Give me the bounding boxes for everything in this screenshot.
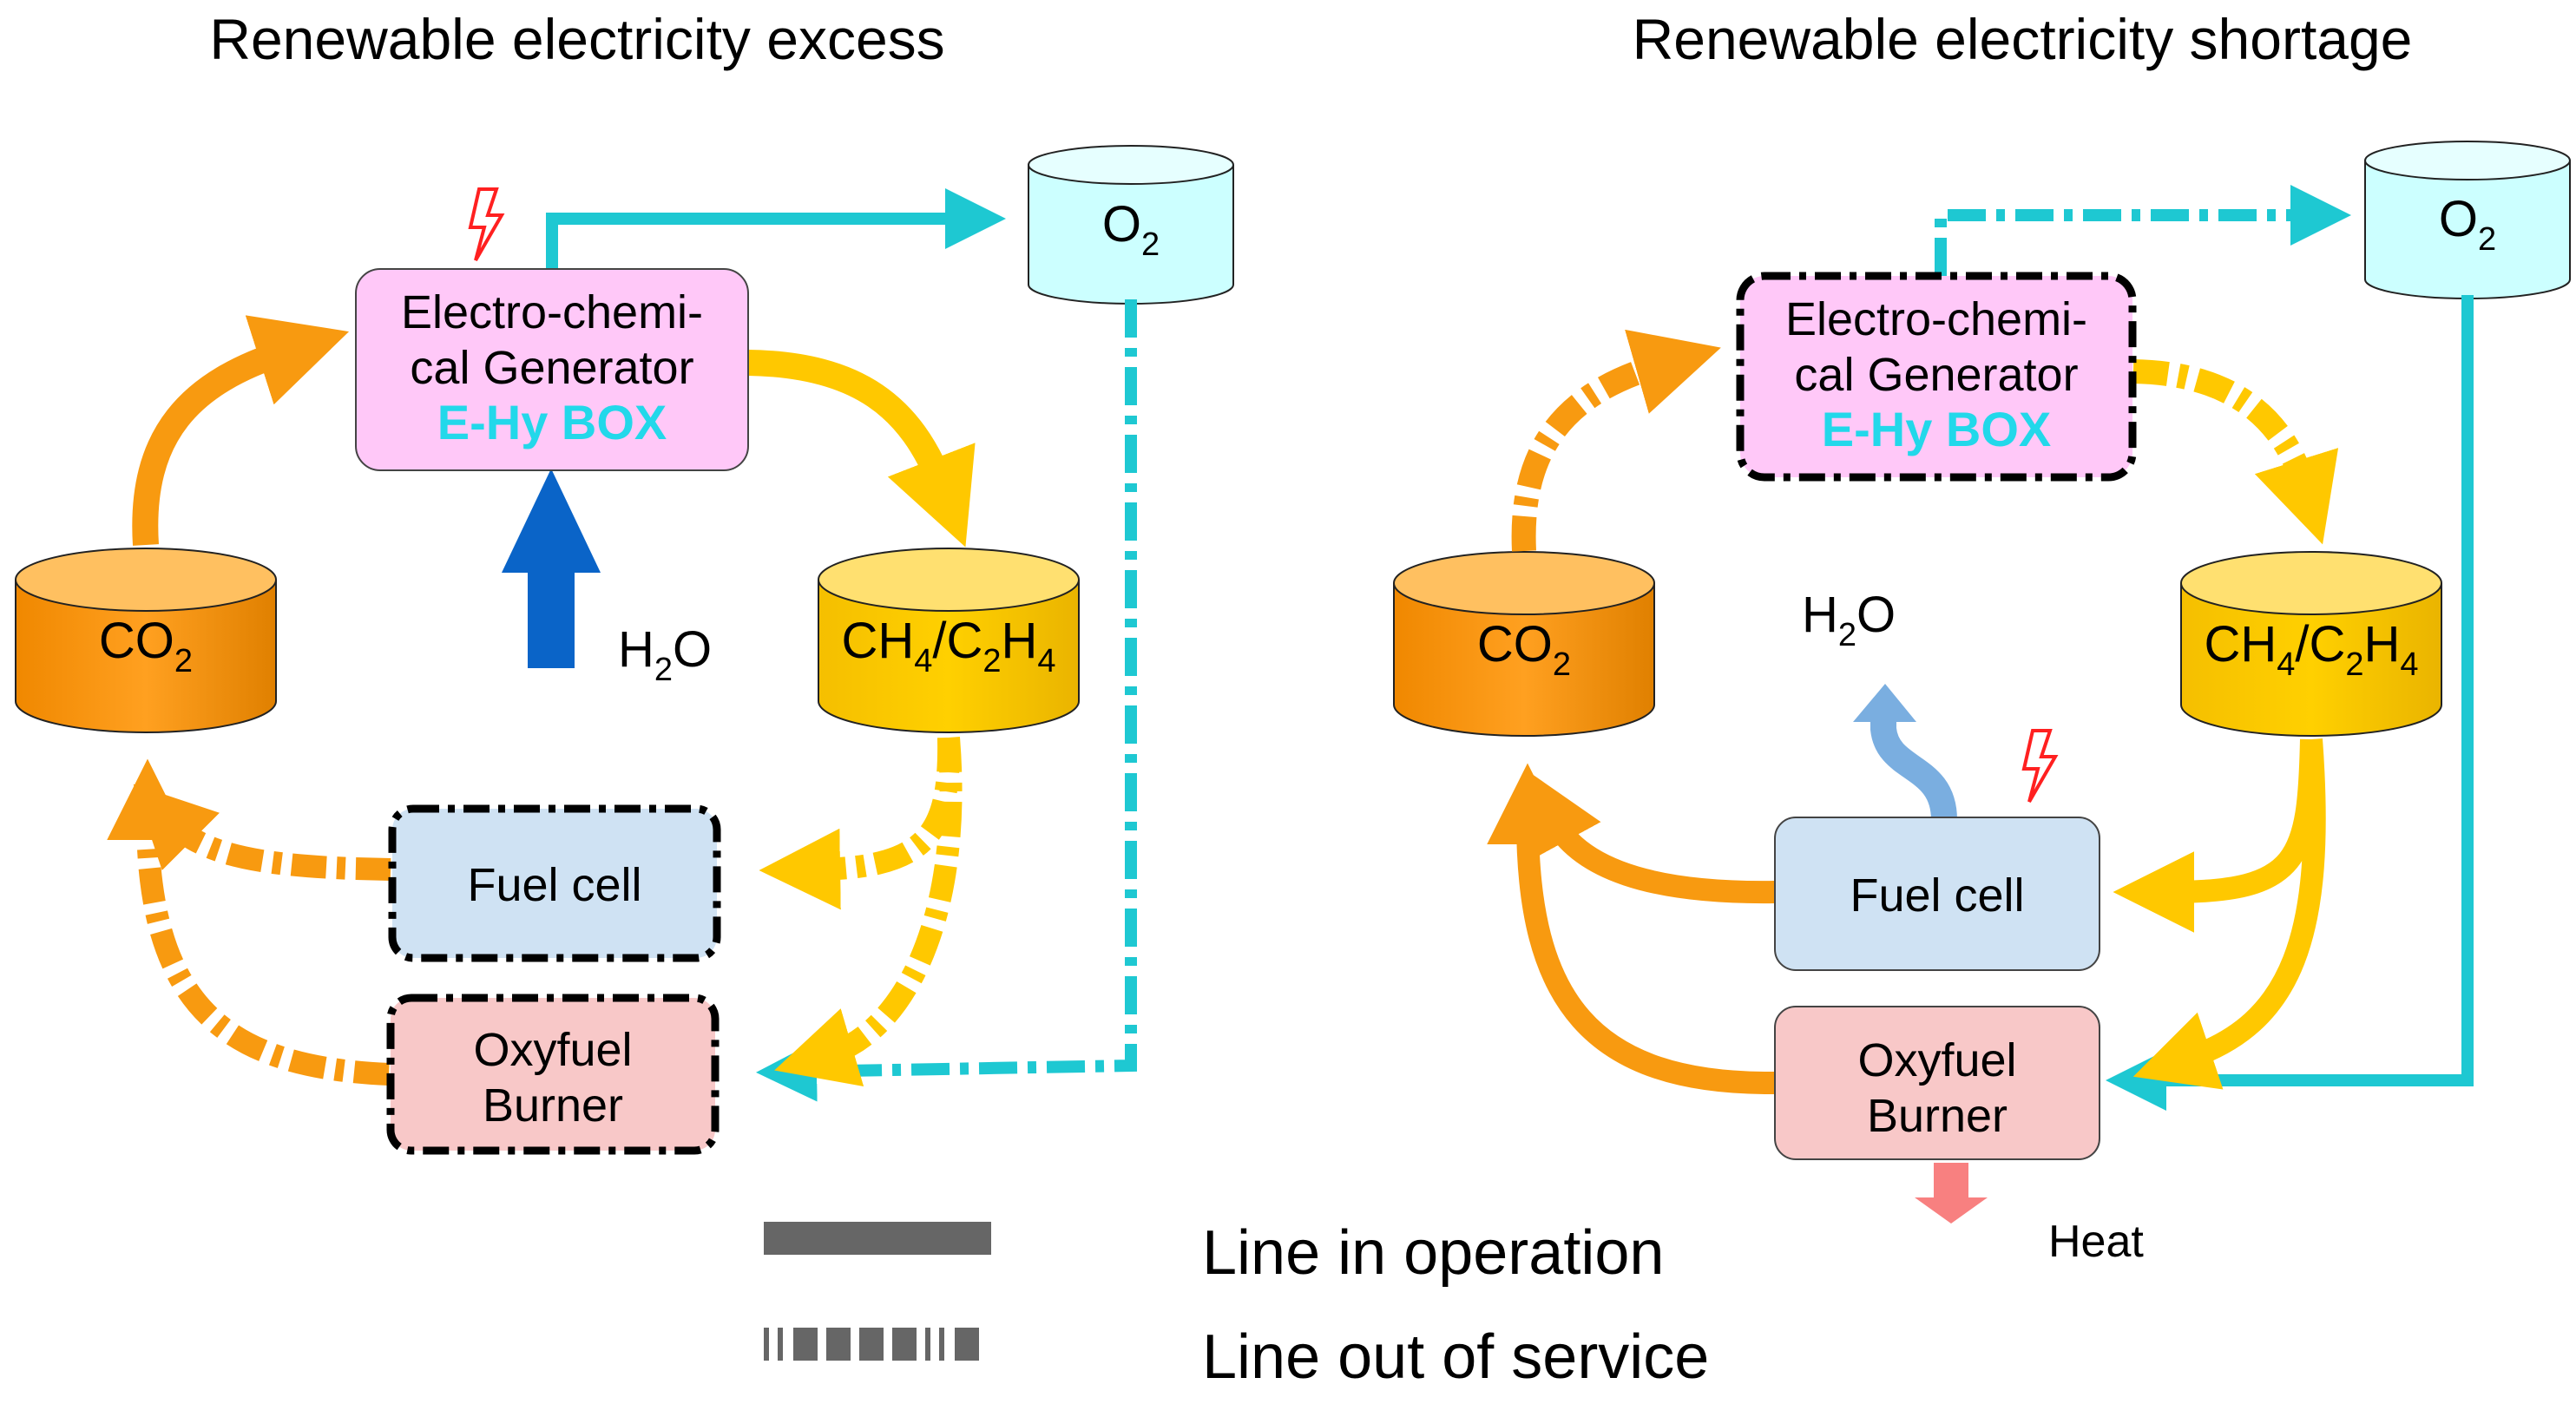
legend-in-operation: Line in operation: [1202, 1218, 1664, 1288]
svg-text:CH4/C2H4: CH4/C2H4: [2204, 616, 2418, 683]
panel-title: Renewable electricity excess: [209, 7, 944, 71]
fuel-cell-label: Fuel cell: [467, 859, 641, 911]
heat-label: Heat: [2048, 1217, 2144, 1267]
electrochemical-generator: Electro-chemi- cal Generator E-Hy BOX: [1736, 272, 2137, 482]
fuel-sub-4b: 4: [2400, 646, 2418, 683]
fuel-cell-to-co2-line: [133, 784, 391, 881]
legend-out-of-service: Line out of service: [1202, 1322, 1709, 1392]
svg-text:CH4/C2H4: CH4/C2H4: [841, 613, 1055, 679]
fuel-slash-c: /C: [932, 613, 982, 669]
o2-label: O: [1102, 196, 1141, 253]
co2-tank: CO2: [15, 548, 277, 733]
co2-subscript: 2: [174, 643, 193, 679]
fuel-sub-4a: 4: [2277, 646, 2295, 683]
svg-text:CO2: CO2: [99, 613, 193, 679]
burner-line-2: Burner: [483, 1079, 623, 1132]
ch4-to-burner-line: [774, 736, 963, 1086]
fuel-cell-box: Fuel cell: [1774, 817, 2100, 971]
h2o-input-arrow: [502, 469, 601, 668]
lightning-icon: [468, 187, 505, 261]
legend-solid-swatch: [764, 1222, 991, 1255]
generator-brand: E-Hy BOX: [437, 395, 667, 449]
h2o-h: H: [618, 621, 654, 678]
fuel-h: H: [1002, 613, 1038, 669]
svg-text:H2O: H2O: [1802, 587, 1896, 653]
generator-line-2: cal Generator: [1794, 349, 2078, 401]
generator-brand: E-Hy BOX: [1822, 402, 2052, 456]
svg-text:O2: O2: [1102, 196, 1160, 263]
oxyfuel-burner-box: Oxyfuel Burner: [1774, 1006, 2100, 1160]
h2o-o: O: [673, 621, 712, 678]
o2-label: O: [2439, 191, 2478, 247]
fuel-slash-c: /C: [2295, 616, 2345, 672]
o2-subscript: 2: [2478, 221, 2496, 258]
burner-line-1: Oxyfuel: [473, 1024, 632, 1076]
burner-to-co2-line: [107, 758, 390, 1086]
h2o-subscript: 2: [654, 652, 673, 688]
h2o-output-arrowhead: [1853, 684, 1916, 722]
generator-line-2: cal Generator: [410, 342, 693, 394]
generator-to-ch4-arrow: [747, 350, 976, 548]
fuel-ch: CH: [841, 613, 914, 669]
burner-line-2: Burner: [1867, 1090, 2008, 1142]
fuel-sub-4b: 4: [1037, 643, 1055, 679]
co2-subscript: 2: [1553, 646, 1571, 683]
generator-to-o2-line: [1935, 185, 2351, 276]
burner-to-co2-arrow: [1487, 763, 1776, 1095]
fuel-cell-box: Fuel cell: [388, 804, 721, 962]
electrochemical-generator: Electro-chemi- cal Generator E-Hy BOX: [355, 268, 749, 471]
h2o-h: H: [1802, 587, 1838, 643]
panel-excess: Renewable electricity excess O2 CO2 CH4/…: [15, 7, 1234, 1155]
fuel-sub-2: 2: [982, 643, 1001, 679]
ch4-c2h4-tank: CH4/C2H4: [818, 548, 1080, 733]
heat-arrow: [1915, 1163, 1988, 1224]
burner-line-1: Oxyfuel: [1857, 1034, 2016, 1086]
fuel-cell-label: Fuel cell: [1850, 869, 2024, 922]
svg-text:H2O: H2O: [618, 621, 712, 688]
h2o-output-arrow: [1870, 716, 1957, 821]
o2-tank: O2: [2364, 141, 2571, 299]
ch4-to-burner-arrow: [2132, 738, 2326, 1090]
fuel-sub-2: 2: [2345, 646, 2363, 683]
panel-shortage: Renewable electricity shortage O2 CO2 CH…: [1393, 7, 2571, 1267]
co2-label: CO: [1477, 616, 1553, 672]
panel-title: Renewable electricity shortage: [1633, 7, 2413, 71]
legend: Line in operation Line out of service: [764, 1218, 1709, 1392]
co2-tank: CO2: [1393, 551, 1655, 737]
fuel-sub-4a: 4: [914, 643, 932, 679]
ch4-to-fuel-cell-line: [759, 737, 961, 910]
o2-to-burner-line: [756, 299, 1137, 1102]
h2o-subscript: 2: [1838, 617, 1856, 653]
generator-to-o2-arrow: [546, 188, 1006, 269]
co2-to-generator-line: [1511, 329, 1721, 552]
ch4-c2h4-tank: CH4/C2H4: [2180, 551, 2442, 737]
co2-to-generator-arrow: [132, 315, 350, 546]
generator-line-1: Electro-chemi-: [401, 286, 703, 338]
svg-text:CO2: CO2: [1477, 616, 1571, 683]
o2-subscript: 2: [1141, 226, 1160, 263]
generator-line-1: Electro-chemi-: [1785, 293, 2087, 345]
co2-label: CO: [99, 613, 174, 669]
svg-text:O2: O2: [2439, 191, 2496, 258]
o2-tank: O2: [1028, 145, 1234, 305]
fuel-ch: CH: [2204, 616, 2277, 672]
o2-to-burner-arrow: [2106, 295, 2474, 1111]
h2o-o: O: [1856, 587, 1896, 643]
fuel-h: H: [2364, 616, 2401, 672]
generator-to-ch4-line: [2132, 359, 2339, 545]
lightning-icon: [2021, 729, 2059, 803]
fuel-cell-to-co2-arrow: [1526, 770, 1776, 904]
legend-dashed-swatch: [764, 1328, 979, 1361]
oxyfuel-burner-box: Oxyfuel Burner: [386, 994, 720, 1155]
ch4-to-fuel-cell-arrow: [2113, 738, 2323, 933]
